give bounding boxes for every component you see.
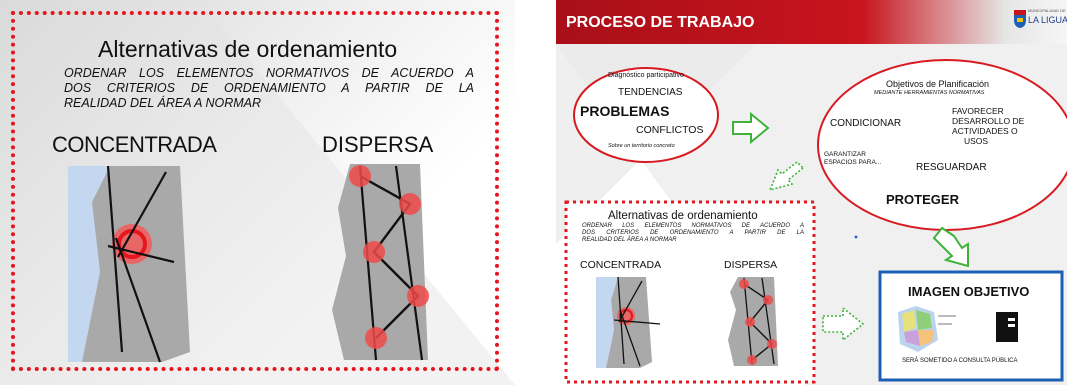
concentrada-map bbox=[68, 165, 190, 363]
right-slide: PROCESO DE TRABAJO MUNICIPALIDAD DE LA L… bbox=[556, 0, 1067, 385]
diag-problemas: PROBLEMAS bbox=[580, 103, 670, 119]
logo-small-text: MUNICIPALIDAD DE bbox=[1028, 8, 1066, 13]
diag-conflictos: CONFLICTOS bbox=[636, 124, 704, 136]
imagen-title: IMAGEN OBJETIVO bbox=[908, 284, 1030, 299]
alt-sub-line-3: REALIDAD DEL ÁREA A NORMAR bbox=[582, 237, 677, 243]
diagnostic-ellipse bbox=[573, 67, 719, 163]
document-icon bbox=[996, 312, 1018, 342]
arrow-right-1 bbox=[732, 111, 770, 145]
municipality-logo: MUNICIPALIDAD DE LA LIGUA bbox=[1013, 7, 1067, 35]
obj-favorecer-line-4: USOS bbox=[964, 136, 989, 146]
alt-sub: ORDENAR LOS ELEMENTOS NORMATIVOS DE ACUE… bbox=[582, 223, 804, 244]
obj-favorecer-line-1: FAVORECER bbox=[952, 106, 1004, 116]
header-bar bbox=[556, 0, 1067, 44]
left-slide: Alternativas de ordenamiento ORDENAR LOS… bbox=[0, 0, 515, 385]
diag-tendencias: TENDENCIAS bbox=[618, 87, 683, 98]
left-subtitle-line-2: DOS CRITERIOS DE ORDENAMIENTO A PARTIR D… bbox=[64, 81, 474, 95]
header-title: PROCESO DE TRABAJO bbox=[566, 14, 755, 31]
imagen-map-thumbnail bbox=[898, 306, 956, 352]
left-subtitle: ORDENAR LOS ELEMENTOS NORMATIVOS DE ACUE… bbox=[64, 66, 474, 111]
arrow-down-right bbox=[932, 226, 969, 268]
obj-favorecer-line-3: ACTIVIDADES O bbox=[952, 126, 1018, 136]
alt-concentrada: CONCENTRADA bbox=[580, 259, 662, 271]
left-label-concentrada: CONCENTRADA bbox=[52, 132, 217, 157]
concentrada-land bbox=[82, 166, 190, 362]
left-label-dispersa: DISPERSA bbox=[322, 132, 434, 157]
diagram-shapes bbox=[564, 59, 1067, 384]
obj-favorecer-line-2: DESARROLLO DE bbox=[952, 116, 1025, 126]
obj-garantizar: GARANTIZAR ESPACIOS PARA... bbox=[824, 151, 881, 167]
obj-resguardar: RESGUARDAR bbox=[916, 162, 987, 173]
small-concentrada-map bbox=[596, 276, 661, 368]
alt-dispersa: DISPERSA bbox=[724, 259, 778, 271]
dispersa-map bbox=[332, 164, 429, 361]
alt-title: Alternativas de ordenamiento bbox=[608, 210, 758, 222]
logo-text: LA LIGUA bbox=[1028, 15, 1067, 25]
imagen-caption: SERÁ SOMETIDO A CONSULTA PÚBLICA bbox=[902, 358, 1018, 364]
small-dispersa-map bbox=[728, 277, 778, 366]
left-subtitle-line-3: REALIDAD DEL ÁREA A NORMAR bbox=[64, 96, 262, 110]
left-subtitle-line-1: ORDENAR LOS ELEMENTOS NORMATIVOS DE ACUE… bbox=[64, 66, 474, 80]
alt-sub-line-1: ORDENAR LOS ELEMENTOS NORMATIVOS DE ACUE… bbox=[582, 223, 804, 229]
obj-favorecer: FAVORECER DESARROLLO DE ACTIVIDADES O US… bbox=[952, 106, 1024, 146]
arrow-down-left-dotted bbox=[768, 160, 805, 192]
obj-garantizar-line-2: ESPACIOS PARA... bbox=[824, 159, 882, 166]
obj-sub: MEDIANTE HERRAMIENTAS NORMATIVAS bbox=[874, 90, 985, 96]
obj-title: Objetivos de Planificación bbox=[886, 79, 990, 89]
shield-icon bbox=[1014, 10, 1026, 28]
left-dotted-frame bbox=[11, 11, 499, 371]
concentrada-road-2 bbox=[117, 171, 167, 258]
left-title: Alternativas de ordenamiento bbox=[98, 36, 398, 62]
concentrada-water bbox=[68, 166, 110, 362]
diag-label: Diagnóstico participativo bbox=[608, 72, 684, 79]
obj-proteger: PROTEGER bbox=[886, 192, 959, 207]
alt-sub-line-2: DOS CRITERIOS DE ORDENAMIENTO A PARTIR D… bbox=[582, 230, 804, 236]
concentrada-road-3 bbox=[114, 237, 162, 363]
diag-territorio: Sobre un territorio concreto bbox=[608, 143, 675, 149]
arrow-right-dotted bbox=[822, 306, 865, 342]
obj-garantizar-line-1: GARANTIZAR bbox=[824, 151, 866, 158]
obj-condicionar: CONDICIONAR bbox=[830, 118, 902, 129]
concentrada-road-1 bbox=[106, 165, 124, 353]
concentrada-road-4 bbox=[107, 244, 175, 264]
